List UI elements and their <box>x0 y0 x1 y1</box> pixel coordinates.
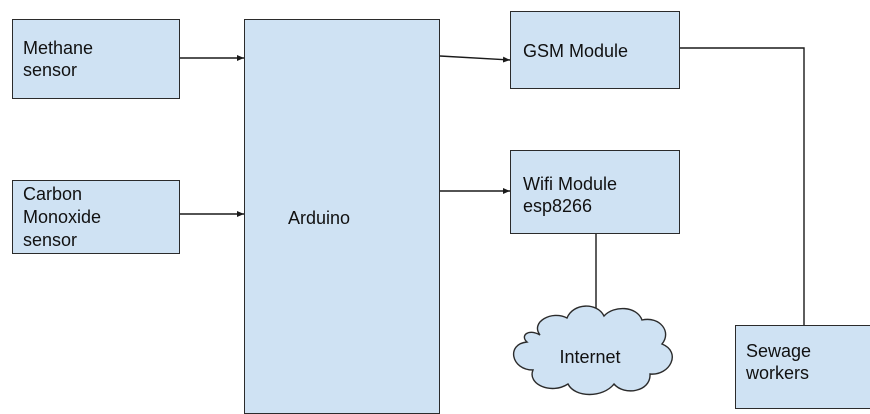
internet-cloud: Internet <box>512 305 673 396</box>
arduino-to-gsm-arrow <box>439 55 511 63</box>
methane-sensor-block: Methane sensor <box>12 19 180 99</box>
sewage-workers-block: Sewage workers <box>735 325 870 409</box>
carbon-monoxide-sensor-block: Carbon Monoxide sensor <box>12 180 180 254</box>
wifi-module-label: Wifi Module esp8266 <box>523 174 618 216</box>
wifi-module-block: Wifi Module esp8266 <box>510 150 680 234</box>
arduino-block: Arduino <box>244 19 440 414</box>
sewage-workers-label: Sewage workers <box>746 341 812 383</box>
gsm-to-sewage-line <box>680 47 805 325</box>
carbon-monoxide-sensor-label: Carbon Monoxide sensor <box>23 184 102 250</box>
gsm-module-label: GSM Module <box>523 41 629 61</box>
gsm-module-block: GSM Module <box>510 11 680 89</box>
methane-sensor-label: Methane sensor <box>23 38 94 80</box>
internet-label: Internet <box>559 347 620 367</box>
arduino-label: Arduino <box>288 208 351 228</box>
